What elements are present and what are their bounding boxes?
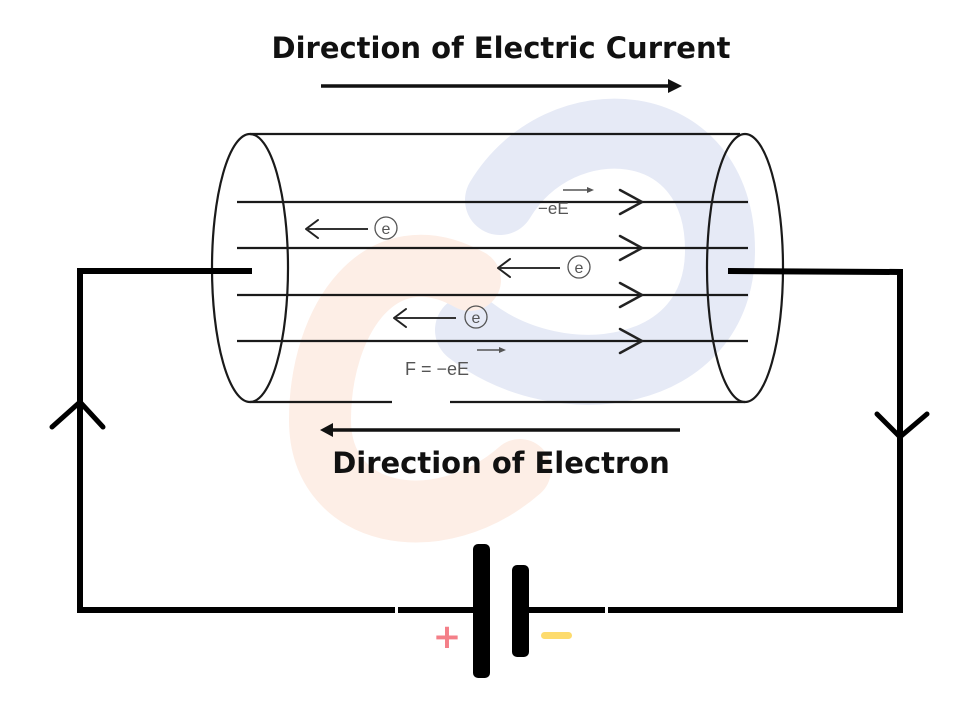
field-line: [237, 281, 748, 309]
electron-icon: [464, 305, 488, 329]
down-arrow-icon: [874, 411, 930, 440]
battery: + −: [433, 544, 572, 678]
svg-text:e: e: [472, 310, 481, 327]
svg-text:e: e: [382, 221, 391, 238]
electron: e: [393, 305, 488, 329]
positive-terminal-icon: +: [433, 617, 462, 657]
field-line: [237, 327, 748, 355]
field-line: [237, 234, 748, 262]
battery-negative-plate: [512, 565, 529, 657]
electric-field-lines: [237, 188, 748, 355]
wire-right: [608, 268, 903, 613]
field-force-label: −eE: [538, 187, 594, 218]
battery-positive-plate: [473, 544, 490, 678]
svg-text:F = −eE: F = −eE: [405, 359, 469, 379]
title-electron-direction: Direction of Electron: [332, 446, 670, 480]
electron-direction-arrow: [320, 423, 680, 437]
circuit-wires: [77, 268, 903, 613]
watermark-blue-arc: [435, 98, 756, 405]
cylinder-right-end: [705, 132, 785, 404]
field-line: [237, 188, 748, 216]
svg-text:−eE: −eE: [538, 199, 569, 218]
watermark-orange-arc: [288, 234, 551, 543]
title-electric-current: Direction of Electric Current: [272, 31, 731, 65]
svg-text:e: e: [575, 260, 584, 277]
negative-terminal-icon: [541, 632, 572, 639]
watermark-logo: [288, 98, 756, 543]
electron: e: [497, 255, 591, 279]
force-label: F = −eE: [405, 347, 506, 379]
electron-icon: [374, 216, 398, 240]
electron-icon: [567, 255, 591, 279]
up-arrow-icon: [49, 399, 106, 430]
electron: e: [305, 216, 398, 240]
current-direction-arrow: [321, 79, 682, 93]
wire-left: [77, 268, 395, 613]
